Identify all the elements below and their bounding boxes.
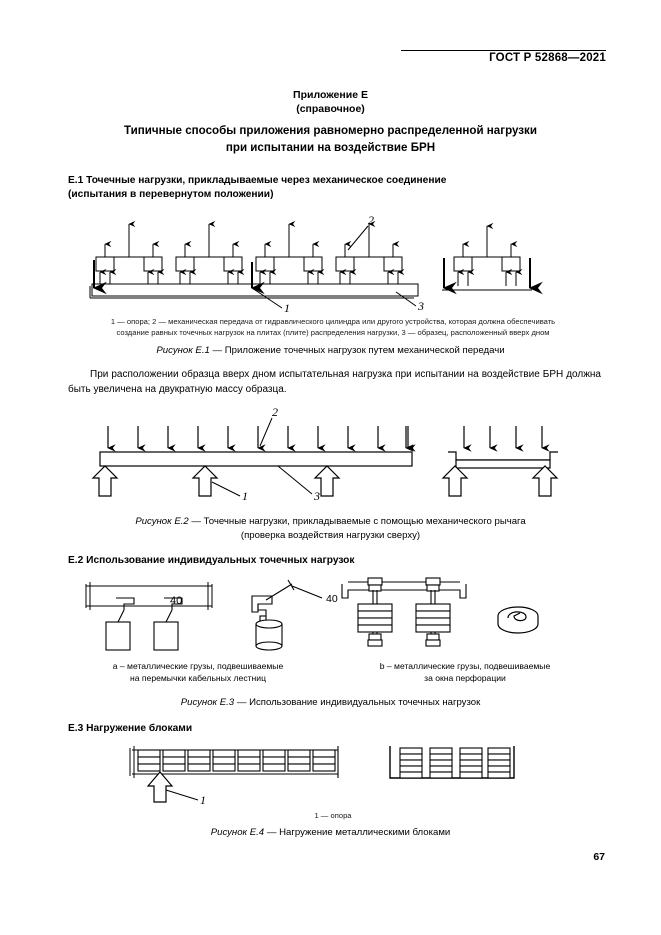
figure-e3-dimension-label: 40	[170, 595, 182, 607]
section-heading-e1: Е.1 Точечные нагрузки, прикладываемые че…	[68, 174, 446, 201]
paragraph-after-e1: При расположении образца вверх дном испы…	[68, 369, 601, 395]
page-title: Типичные способы приложения равномерно р…	[90, 122, 571, 156]
figure-e2-callout-3: 3	[313, 489, 320, 503]
figure-e3-dim-40: 40	[326, 593, 338, 605]
figure-e3-caption: Рисунок Е.3 — Использование индивидуальн…	[55, 696, 606, 710]
figure-e2: 2 1 3	[91, 404, 560, 504]
figure-e3-caption-a-line1: a – металлические грузы, подвешиваемые	[112, 661, 284, 671]
figure-e4-caption: Рисунок Е.4 — Нагружение металлическими …	[55, 826, 606, 840]
figure-e3-caption-prefix: Рисунок Е.3	[180, 697, 235, 708]
figure-e4-legend: 1 — опора	[314, 811, 352, 820]
figure-e3-caption-b-line2: за окна перфорации	[424, 673, 506, 683]
figure-e1-callout-2: 2	[368, 213, 374, 227]
figure-e4-caption-prefix: Рисунок Е.4	[210, 827, 265, 838]
section-heading-e2: Е.2 Использование индивидуальных точечны…	[68, 555, 355, 566]
figure-e2-caption-text: — Точечные нагрузки, прикладываемые с по…	[191, 516, 526, 527]
figure-e3-caption-a-line2: на перемычки кабельных лестниц	[129, 673, 267, 683]
page-header: ГОСТ Р 52868—2021	[489, 48, 606, 66]
figure-e2-caption-line2: (проверка воздействия нагрузки сверху)	[240, 529, 421, 541]
figure-e1-legend: 1 — опора; 2 — механическая передача от …	[60, 316, 606, 338]
figure-e3-caption-text: — Использование индивидуальных точечных …	[236, 697, 481, 708]
figure-e3-caption-b: b – металлические грузы, подвешиваемые з…	[340, 660, 590, 684]
figure-e1-callout-3: 3	[417, 299, 424, 313]
appendix-name: Приложение Е	[293, 89, 368, 101]
figure-e2-caption: Рисунок Е.2 — Точечные нагрузки, приклад…	[55, 515, 606, 542]
figure-e4-caption-text: — Нагружение металлическими блоками	[266, 827, 451, 838]
figure-e2-caption-prefix: Рисунок Е.2	[135, 516, 189, 527]
figure-e4-callout-1: 1	[200, 793, 206, 807]
figure-e1-callout-1: 1	[284, 301, 290, 315]
figure-e3: 40	[80, 577, 550, 654]
figure-e3-caption-a: a – металлические грузы, подвешиваемые н…	[78, 660, 318, 684]
figure-e1-caption: Рисунок Е.1 — Приложение точечных нагруз…	[55, 344, 606, 358]
figure-e1: 1 2 3	[89, 202, 566, 315]
figure-e3-caption-b-line1: b – металлические грузы, подвешиваемые	[379, 661, 551, 671]
section-heading-e3: Е.3 Нагружение блоками	[68, 723, 193, 734]
page-title-line2: при испытании на воздействие БРН	[225, 141, 436, 154]
figure-e2-callout-2: 2	[272, 405, 278, 419]
page-title-line1: Типичные способы приложения равномерно р…	[124, 124, 537, 137]
header-rule	[401, 50, 606, 51]
figure-e1-caption-prefix: Рисунок Е.1	[156, 345, 210, 356]
figure-e1-caption-text: — Приложение точечных нагрузок путем мех…	[212, 345, 505, 356]
figure-e1-legend-line2: создание равных точечных нагрузок на пли…	[116, 328, 550, 337]
standard-number: ГОСТ Р 52868—2021	[489, 52, 606, 64]
figure-e1-legend-line1: 1 — опора; 2 — механическая передача от …	[110, 317, 556, 326]
section-e1-line2: (испытания в перевернутом положении)	[68, 188, 274, 200]
section-e1-line1: Е.1 Точечные нагрузки, прикладываемые че…	[68, 175, 447, 186]
figure-e4: 1	[126, 744, 526, 807]
appendix-heading: Приложение Е (справочное)	[0, 88, 661, 116]
page-number: 67	[593, 851, 605, 863]
figure-e2-callout-1: 1	[242, 489, 248, 503]
appendix-kind: (справочное)	[296, 103, 365, 115]
